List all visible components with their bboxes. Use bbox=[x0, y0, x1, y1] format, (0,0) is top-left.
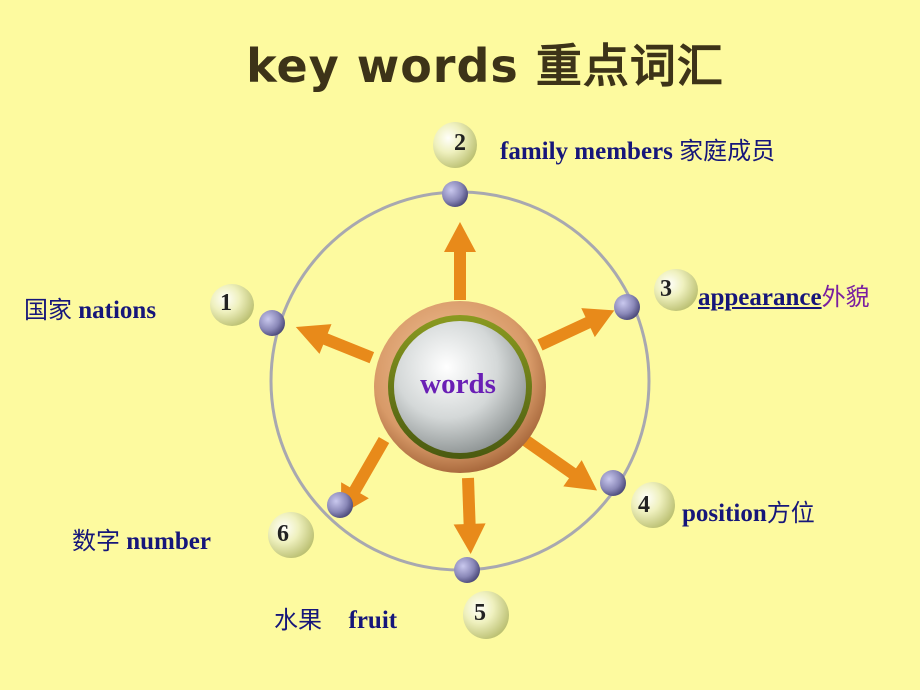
item-label-3: appearance外貌 bbox=[698, 277, 870, 312]
arrow-to-2 bbox=[444, 222, 476, 300]
node-6 bbox=[327, 492, 353, 518]
center-hub bbox=[374, 301, 546, 473]
center-label: words bbox=[420, 368, 496, 400]
item-number-1: 1 bbox=[220, 290, 232, 316]
item-label-6: 数字 number bbox=[72, 521, 211, 556]
item-label-4-cn: 方位 bbox=[766, 499, 815, 527]
item-label-6-en: number bbox=[126, 528, 211, 555]
item-label-1: 国家 nations bbox=[24, 290, 156, 325]
droplets bbox=[210, 122, 698, 639]
item-label-1-cn: 国家 bbox=[24, 296, 72, 324]
item-label-6-cn: 数字 bbox=[72, 527, 120, 555]
droplet-4 bbox=[631, 482, 675, 528]
item-label-4: position方位 bbox=[682, 493, 815, 528]
droplet-2 bbox=[433, 122, 477, 168]
node-2 bbox=[442, 181, 468, 207]
item-label-3-cn: 外貌 bbox=[821, 283, 870, 311]
droplet-5 bbox=[463, 591, 509, 639]
item-number-6: 6 bbox=[277, 521, 289, 547]
arrow-to-5 bbox=[453, 477, 486, 554]
item-label-2: family members 家庭成员 bbox=[500, 131, 775, 166]
slide-title: key words 重点词汇 bbox=[246, 39, 724, 93]
arrow-to-1 bbox=[295, 324, 375, 364]
item-label-2-cn: 家庭成员 bbox=[679, 137, 776, 165]
arrow-to-4 bbox=[521, 435, 598, 491]
item-label-1-en: nations bbox=[78, 297, 157, 324]
item-label-2-en: family members bbox=[500, 138, 673, 165]
item-number-5: 5 bbox=[474, 600, 486, 626]
ring-nodes bbox=[259, 181, 640, 583]
item-label-5: 水果 fruit bbox=[274, 600, 397, 635]
item-number-3: 3 bbox=[660, 276, 672, 302]
node-1 bbox=[259, 310, 285, 336]
item-number-4: 4 bbox=[638, 492, 650, 518]
node-4 bbox=[600, 470, 626, 496]
node-3 bbox=[614, 294, 640, 320]
node-5 bbox=[454, 557, 480, 583]
droplet-1 bbox=[210, 284, 254, 326]
item-label-5-cn: 水果 bbox=[274, 606, 322, 634]
item-label-3-en: appearance bbox=[698, 284, 822, 311]
arrow-to-3 bbox=[537, 308, 615, 351]
droplet-6 bbox=[268, 512, 314, 558]
item-label-4-en: position bbox=[682, 500, 767, 527]
item-label-5-en: fruit bbox=[348, 607, 398, 634]
item-number-2: 2 bbox=[454, 130, 466, 156]
droplet-3 bbox=[654, 269, 698, 311]
